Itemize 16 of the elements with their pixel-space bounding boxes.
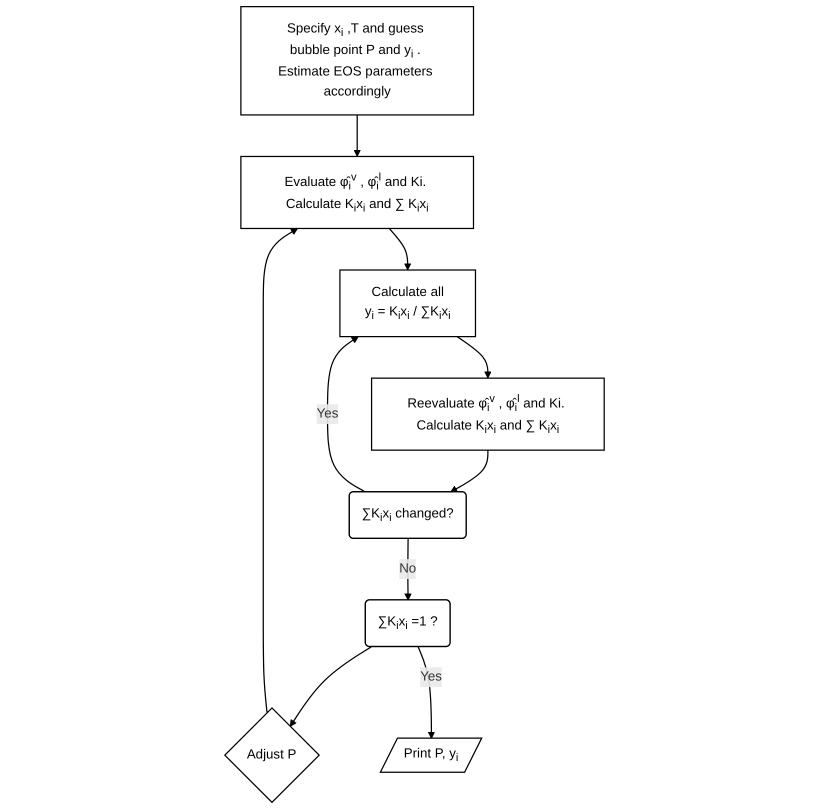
arrow (326, 336, 366, 493)
edge-label: No (399, 562, 416, 576)
arrow (418, 646, 436, 739)
edge-label: Yes (316, 406, 338, 421)
node-box: Calculate all y$_{i}$ = K$_{i}$x$_{i}$ / ∑K$_{i}$x$_{i}$ (339, 269, 476, 338)
arrow (354, 114, 361, 157)
arrow (388, 228, 412, 270)
node-box: Specify x$_{i}$ ,T and guess bubble point P and y$_{i}$ . Estimate EOS parameters accordingly (240, 6, 474, 116)
node-box: Evaluate φ̂$_{i}$$^{v}$ , φ̂$_{i}$$^{l}$ and Ki. Calculate K$_{i}$x$_{i}$ and ∑ K$_{i}$x$_{i}$ (240, 156, 474, 230)
node-box: Reevaluate φ̂$_{i}$$^{v}$ , φ̂$_{i}$$^{l}$ and Ki. Calculate K$_{i}$x$_{i}$ and ∑ K$_{i}$x$_{i}$ (370, 378, 605, 451)
arrow (456, 336, 492, 378)
arrow (450, 450, 488, 492)
arrow (290, 646, 372, 727)
node-diamond: Adjust P (224, 707, 320, 804)
arrow (262, 228, 298, 713)
edge-label: Yes (420, 670, 442, 684)
